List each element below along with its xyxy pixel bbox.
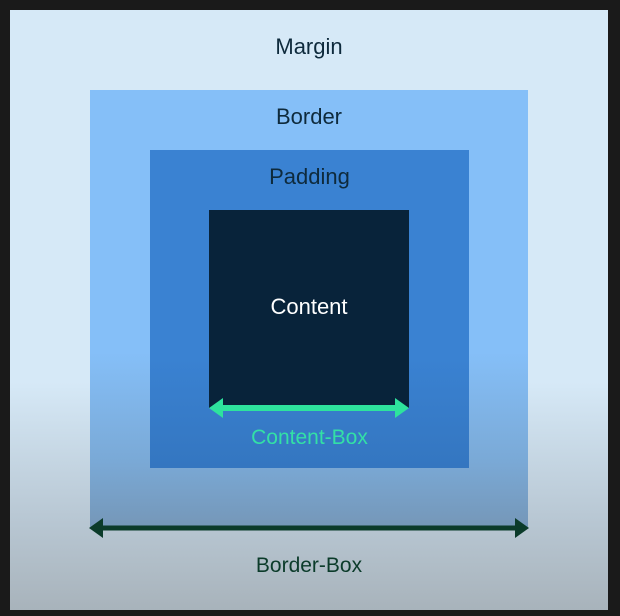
margin-label: Margin: [275, 34, 343, 59]
border-box-label: Border-Box: [255, 554, 363, 577]
box-model-diagram: Margin Border Padding Content Content-Bo…: [10, 10, 608, 610]
border-label: Border: [275, 104, 343, 129]
content-label: Content: [270, 294, 348, 319]
border-box-arrow: [89, 518, 529, 538]
content-area: Content: [209, 210, 409, 408]
padding-label: Padding: [269, 164, 350, 189]
padding-box-area: Padding Content Content-Box: [150, 150, 469, 468]
content-box-label: Content-Box: [251, 426, 368, 449]
border-box-area: Border Padding Content Content-Box: [90, 90, 528, 527]
content-box-arrow: [209, 398, 409, 418]
